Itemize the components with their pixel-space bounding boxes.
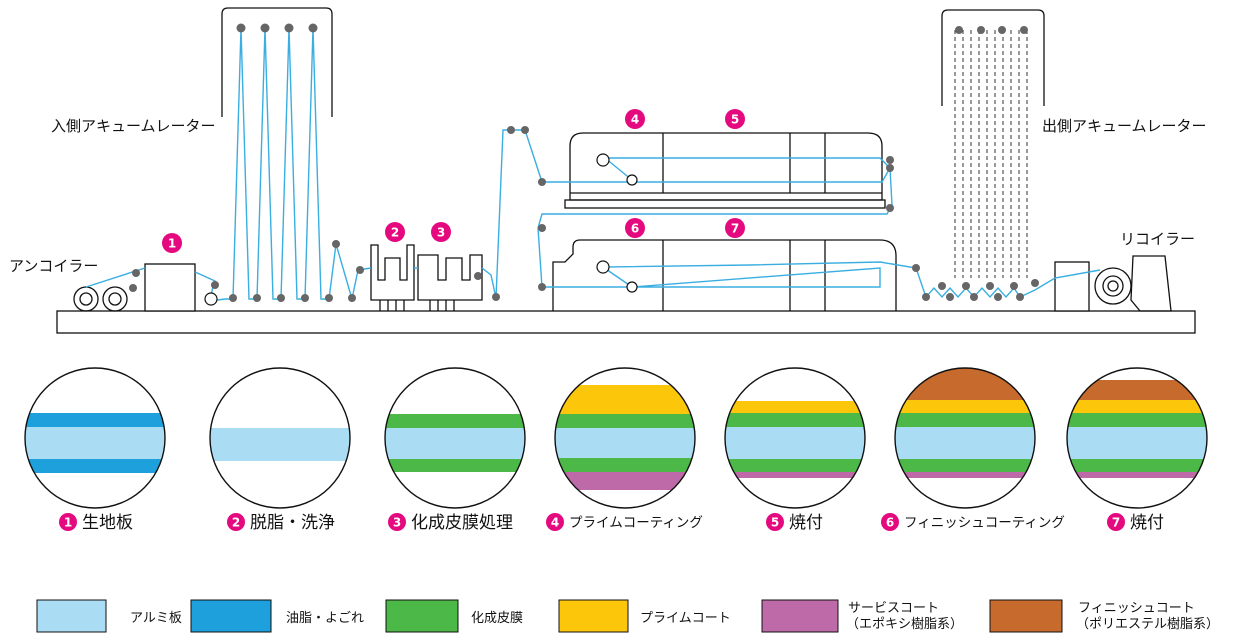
exit-accumulator-frame [941, 9, 1045, 106]
svg-text:化成皮膜処理: 化成皮膜処理 [411, 513, 513, 533]
stage-2-cross-section [210, 428, 350, 461]
svg-text:フィニッシュコーティング: フィニッシュコーティング [904, 515, 1065, 531]
svg-text:油脂・よごれ: 油脂・よごれ [286, 610, 364, 626]
recoiler-box [1054, 261, 1090, 312]
exit-accumulator-strands [954, 30, 1028, 278]
exit-accumulator-label: 出側アキュームレーター [1042, 117, 1207, 135]
caption-7: 7 焼付 [1107, 513, 1164, 533]
svg-text:3: 3 [437, 226, 445, 240]
stage-1-cross-section [25, 413, 165, 473]
svg-text:（ポリエステル樹脂系）: （ポリエステル樹脂系） [1076, 617, 1219, 632]
strip-path [85, 27, 1101, 302]
svg-text:6: 6 [886, 516, 894, 530]
legend-aluminum: アルミ板 [36, 599, 182, 633]
entry-accumulator-frame [221, 7, 333, 117]
svg-text:2: 2 [391, 226, 399, 240]
legend-service: サービスコート （エポキシ樹脂系） [761, 599, 963, 633]
svg-text:1: 1 [168, 237, 176, 251]
svg-text:脱脂・洗浄: 脱脂・洗浄 [250, 513, 335, 533]
legend-primer: プライムコート [558, 599, 731, 633]
svg-text:6: 6 [631, 222, 639, 236]
line-markers: 1 2 3 4 5 6 7 [162, 109, 745, 253]
recoiler-label: リコイラー [1120, 230, 1195, 248]
marker-1: 1 [162, 233, 182, 253]
uncoil-roll-2 [102, 286, 128, 312]
recoiler-housing [1130, 255, 1172, 312]
caption-3: 3 化成皮膜処理 [388, 513, 513, 533]
svg-text:焼付: 焼付 [789, 513, 823, 533]
svg-text:2: 2 [232, 516, 240, 530]
legend: アルミ板 油脂・よごれ 化成皮膜 プライムコート サービスコート （エポキシ樹脂… [36, 599, 1219, 633]
legend-conversion: 化成皮膜 [385, 599, 523, 633]
stage-captions: 1 生地板 2 脱脂・洗浄 3 化成皮膜処理 4 プライムコーティング 5 焼付… [59, 513, 1164, 533]
degrease-tank [370, 244, 415, 301]
caption-5: 5 焼付 [766, 513, 823, 533]
base-platform [56, 310, 1196, 334]
svg-text:アルミ板: アルミ板 [130, 611, 182, 626]
svg-text:プライムコーティング: プライムコーティング [569, 515, 703, 531]
finish-oven [552, 239, 897, 311]
primer-oven [569, 132, 883, 201]
conversion-tank [417, 254, 483, 301]
cross-sections [24, 367, 1208, 509]
marker-2: 2 [385, 222, 405, 242]
uncoiler-box [144, 263, 196, 312]
rollers [129, 23, 1039, 302]
svg-text:5: 5 [731, 113, 739, 127]
process-line [56, 7, 1196, 334]
svg-text:プライムコート: プライムコート [640, 611, 731, 626]
stage-3-cross-section [385, 414, 525, 472]
stage-7-cross-section [1067, 380, 1207, 478]
svg-text:7: 7 [1112, 516, 1120, 530]
legend-finish: フィニッシュコート （ポリエステル樹脂系） [989, 599, 1219, 633]
svg-text:5: 5 [771, 516, 779, 530]
caption-6: 6 フィニッシュコーティング [881, 513, 1065, 531]
svg-text:サービスコート: サービスコート [848, 601, 939, 616]
marker-5: 5 [725, 109, 745, 129]
entry-accumulator-label: 入側アキュームレーター [51, 117, 216, 135]
caption-2: 2 脱脂・洗浄 [227, 513, 335, 533]
uncoil-roll-1 [73, 286, 99, 312]
caption-4: 4 プライムコーティング [546, 513, 703, 531]
legend-oil: 油脂・よごれ [190, 599, 364, 633]
svg-text:4: 4 [551, 516, 559, 530]
stage-6-cross-section [895, 368, 1035, 478]
stage-5-cross-section [725, 401, 865, 478]
uncoiler-label: アンコイラー [9, 257, 98, 275]
marker-7: 7 [725, 218, 745, 238]
svg-text:7: 7 [731, 222, 739, 236]
svg-text:4: 4 [631, 113, 639, 127]
svg-text:3: 3 [393, 516, 401, 530]
svg-text:生地板: 生地板 [82, 513, 133, 533]
svg-text:フィニッシュコート: フィニッシュコート [1078, 601, 1195, 616]
marker-3: 3 [431, 222, 451, 242]
marker-4: 4 [625, 109, 645, 129]
stage-4-cross-section [555, 385, 695, 490]
svg-text:焼付: 焼付 [1130, 513, 1164, 533]
marker-6: 6 [625, 218, 645, 238]
recoil-roll [1094, 267, 1132, 305]
svg-text:化成皮膜: 化成皮膜 [471, 611, 523, 626]
caption-1: 1 生地板 [59, 513, 133, 533]
svg-text:1: 1 [64, 516, 72, 530]
svg-text:（エポキシ樹脂系）: （エポキシ樹脂系） [846, 617, 963, 632]
